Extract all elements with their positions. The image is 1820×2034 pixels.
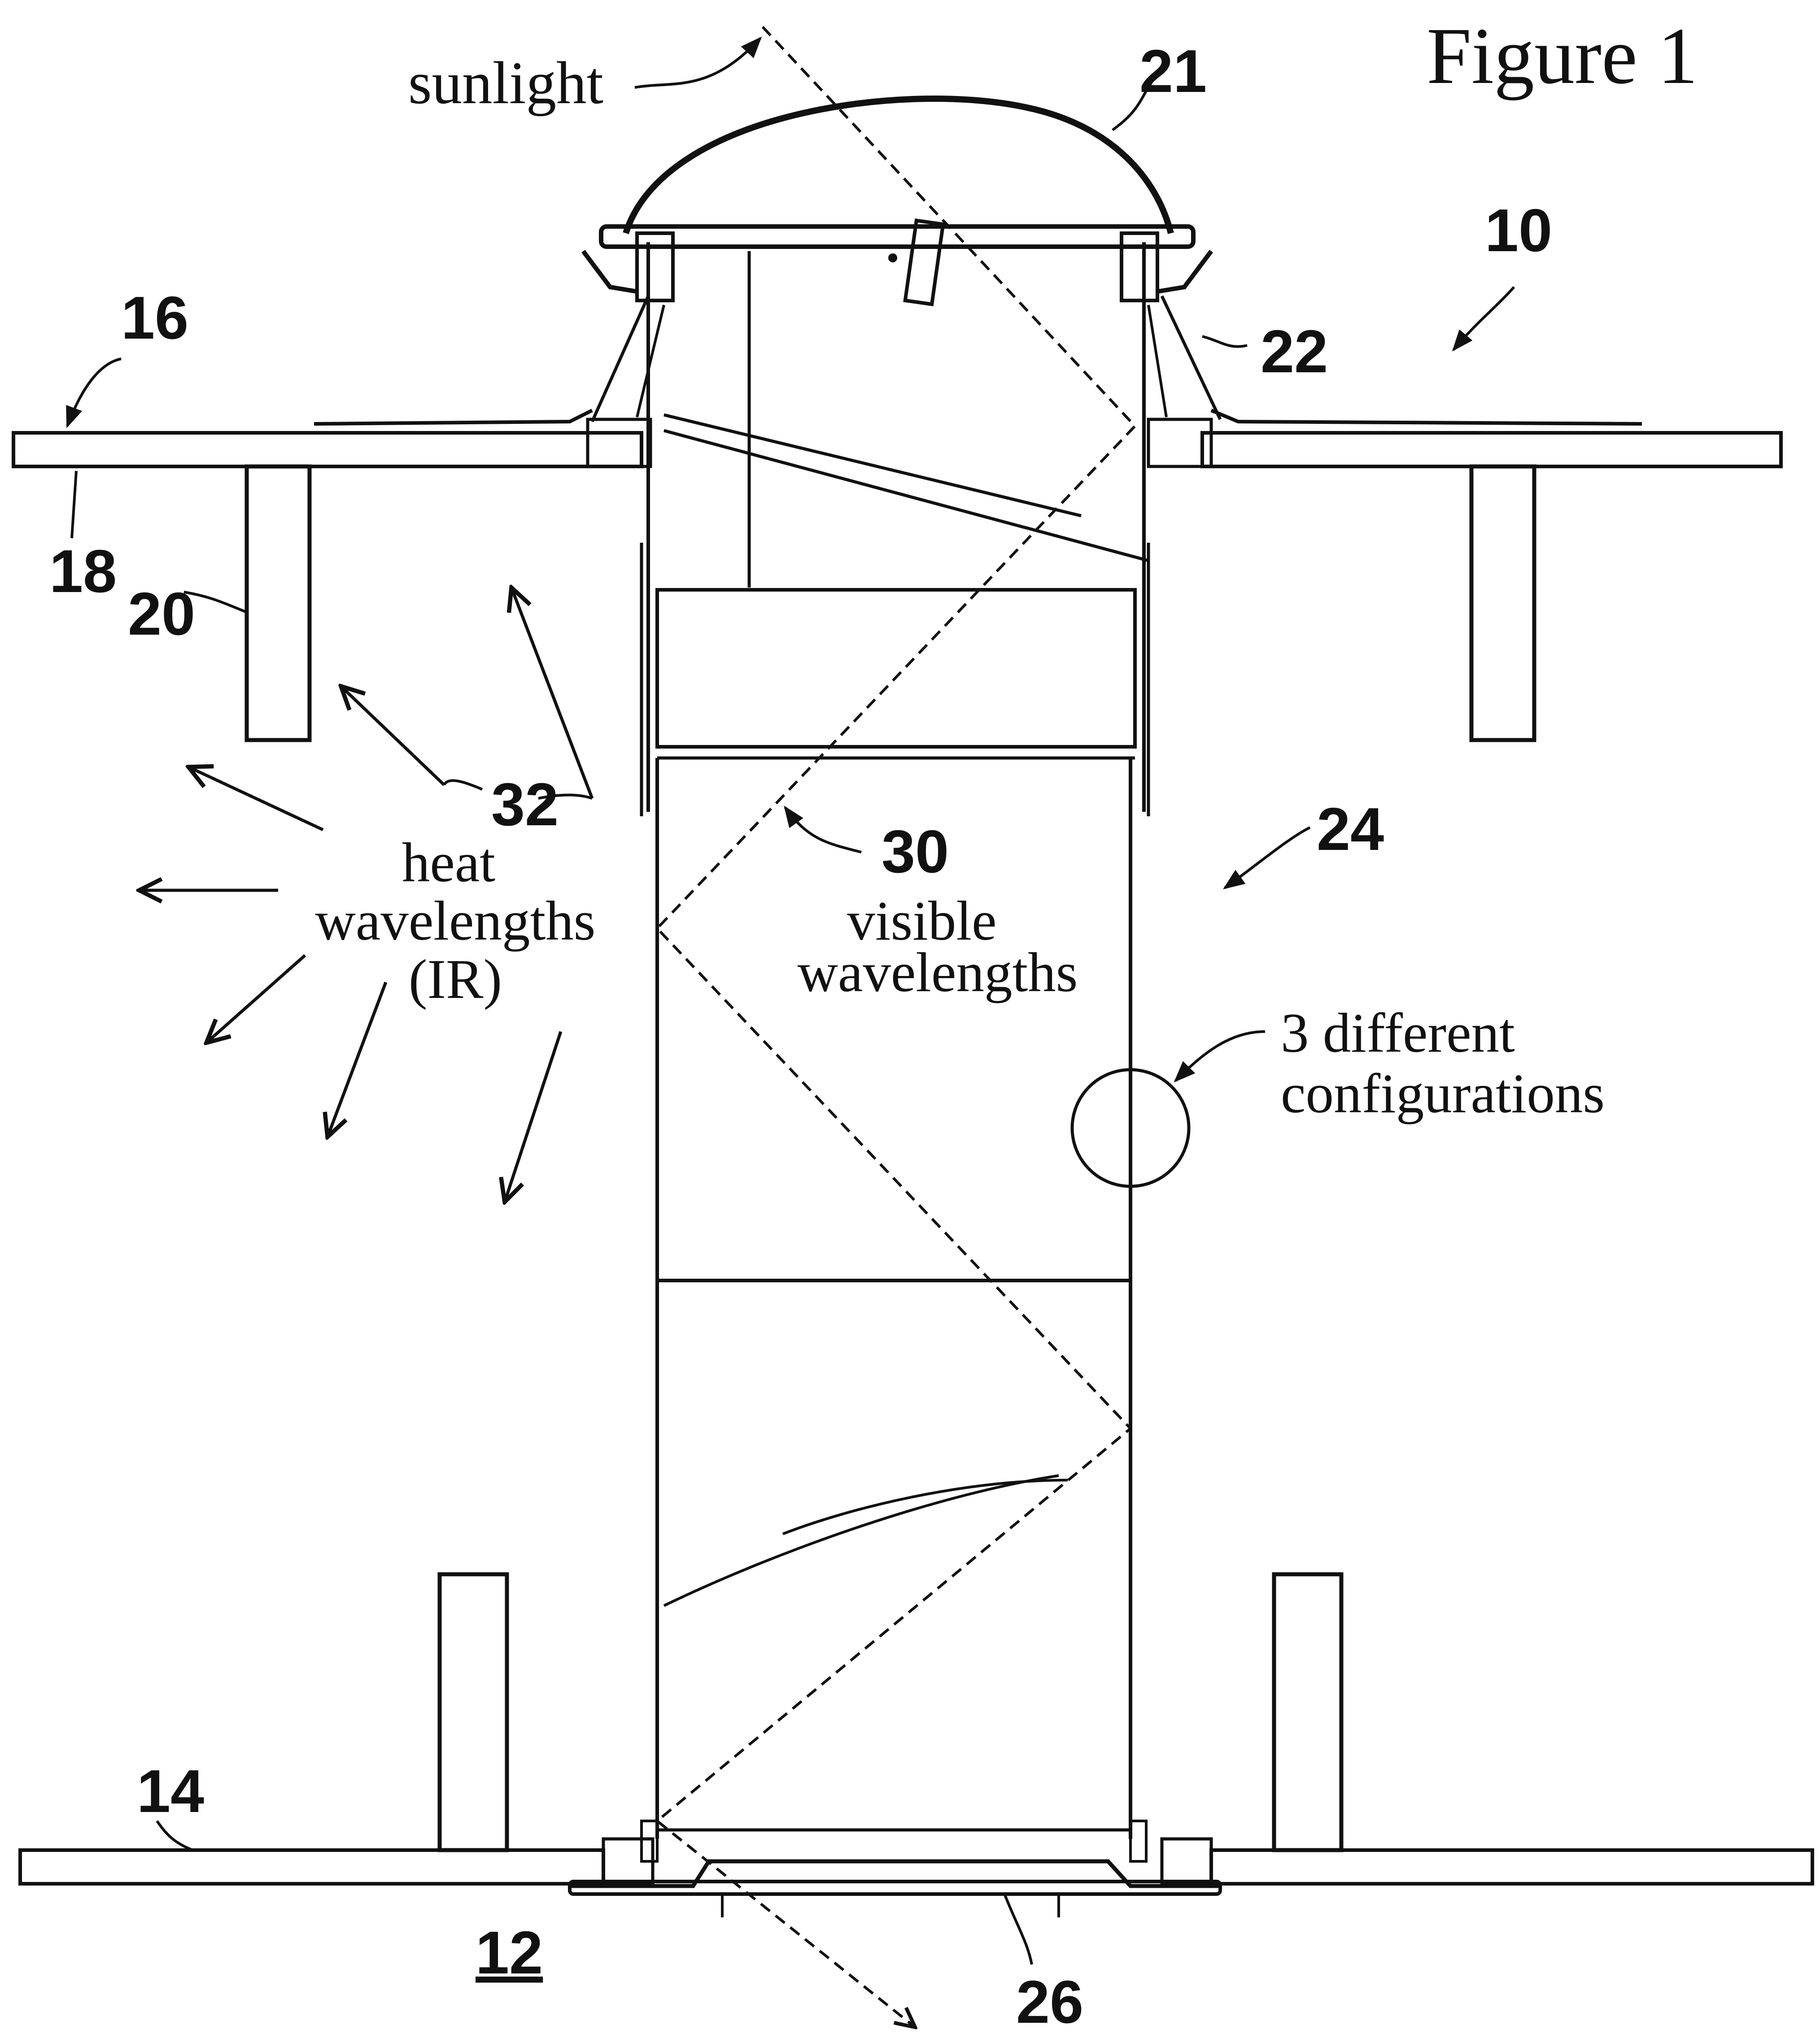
roof-deck: [12, 409, 1783, 468]
visible-label-line2: wavelengths: [798, 942, 1078, 1004]
heat-label-line3: (IR): [409, 949, 502, 1010]
numeral-tube: 24: [1317, 795, 1384, 863]
joists-lower: [437, 1572, 1344, 1852]
numeral-ceiling: 14: [137, 1757, 204, 1825]
diffuser: [568, 1859, 1222, 1917]
numeral-heat-rays: 32: [491, 771, 559, 838]
rafters-upper: [244, 464, 1536, 742]
numeral-roof-underside: 18: [49, 537, 117, 605]
numeral-rafter: 20: [128, 580, 195, 648]
ceiling: [18, 1837, 1814, 1886]
numeral-dome: 21: [1139, 37, 1207, 105]
heat-label-line2: wavelengths: [315, 890, 596, 952]
flashing: [590, 295, 1222, 422]
numeral-roof: 16: [121, 284, 188, 352]
numeral-room: 12: [476, 1919, 543, 1986]
visible-light-ray: [655, 26, 1137, 2027]
configurations-label-line2: configurations: [1281, 1063, 1605, 1125]
configurations-label-line1: 3 different: [1281, 1002, 1515, 1064]
heat-rays: [139, 588, 594, 1202]
numeral-visible-ray: 30: [882, 818, 949, 885]
sunlight-label: sunlight: [408, 50, 603, 117]
figure-title: Figure 1: [1427, 11, 1698, 100]
leader-lines: [66, 36, 1515, 1965]
numeral-assembly: 10: [1485, 196, 1552, 264]
heat-label-line1: heat: [402, 832, 495, 894]
numeral-diffuser: 26: [1016, 1968, 1083, 2034]
light-tube: [640, 242, 1150, 1863]
visible-label-line1: visible: [847, 890, 996, 952]
numeral-flashing: 22: [1261, 318, 1328, 385]
configuration-callout-circle: [1070, 1068, 1191, 1188]
dome: [581, 96, 1213, 306]
